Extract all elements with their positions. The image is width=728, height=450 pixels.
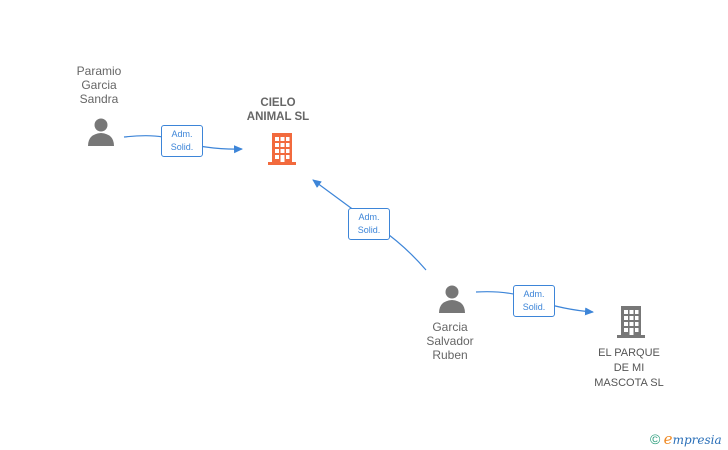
building-icon[interactable] <box>615 305 647 339</box>
brand-logo-e: e <box>663 430 673 448</box>
person-name-garcia[interactable]: Garcia Salvador Ruben <box>426 320 474 362</box>
edge-label-adm-solid-2[interactable]: Adm. Solid. <box>348 208 390 240</box>
copyright-symbol: © <box>650 431 661 447</box>
edge-label-line1: Adm. <box>358 212 380 222</box>
edge-label-adm-solid-1[interactable]: Adm. Solid. <box>161 125 203 157</box>
building-icon[interactable] <box>266 132 298 166</box>
edge-label-line2: Solid. <box>357 225 381 235</box>
person-icon[interactable] <box>437 284 467 314</box>
company-name-cielo[interactable]: CIELO ANIMAL SL <box>246 97 310 123</box>
person-name-paramio[interactable]: Paramio Garcia Sandra <box>76 64 122 106</box>
brand-watermark: © empresia <box>650 430 722 448</box>
company-name-el-parque[interactable]: EL PARQUE DE MI MASCOTA SL <box>594 347 664 389</box>
brand-logo-text: mpresia <box>672 433 722 447</box>
edge-label-line1: Adm. <box>171 129 193 139</box>
edge-label-line1: Adm. <box>523 289 545 299</box>
edge-label-line2: Solid. <box>522 302 546 312</box>
edge-label-adm-solid-3[interactable]: Adm. Solid. <box>513 285 555 317</box>
edge-label-line2: Solid. <box>170 142 194 152</box>
person-icon[interactable] <box>86 117 116 147</box>
